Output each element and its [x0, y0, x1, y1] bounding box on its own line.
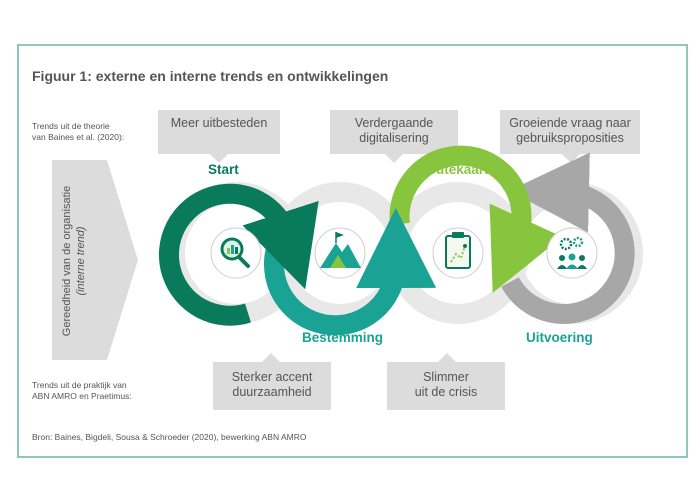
start-loop [158, 183, 319, 326]
clipboard-route-icon [432, 227, 484, 279]
trend-crisis: Slimmer uit de crisis [387, 362, 505, 410]
readiness-arrow [52, 160, 138, 360]
trend-digitalisering: Verdergaande digitalisering [330, 110, 458, 154]
practice-label: Trends uit de praktijk van ABN AMRO en P… [32, 380, 132, 401]
mountain-flag-icon [314, 227, 366, 279]
uitvoering-loop [501, 152, 635, 324]
magnifier-chart-icon [210, 227, 262, 279]
team-gears-icon [546, 227, 598, 279]
trend-duurzaamheid: Sterker accent duurzaamheid [213, 362, 331, 410]
trend-gebruiksproposities: Groeiende vraag naar gebruiksproposities [500, 110, 640, 154]
trend-meer-uitbesteden: Meer uitbesteden [158, 110, 280, 154]
stage-start: Start [208, 162, 239, 177]
source-note: Bron: Baines, Bigdeli, Sousa & Schroeder… [32, 432, 307, 442]
stage-uitvoering: Uitvoering [526, 330, 593, 345]
figure-title: Figuur 1: externe en interne trends en o… [32, 68, 389, 84]
routekaart-loop [389, 145, 563, 293]
theory-label: Trends uit de theorie van Baines et al. … [32, 121, 125, 142]
